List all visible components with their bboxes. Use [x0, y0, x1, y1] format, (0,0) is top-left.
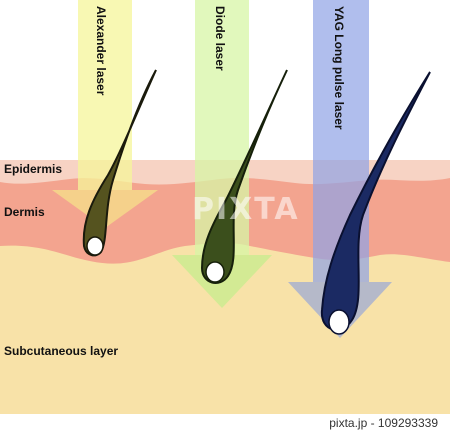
laser-label-alexander: Alexander laser [94, 6, 108, 96]
laser-label-diode: Diode laser [213, 6, 227, 71]
epidermis-label: Epidermis [4, 162, 63, 176]
laser-label-yag: YAG Long pulse laser [332, 6, 346, 130]
watermark: PIXTA [192, 192, 300, 227]
hair-follicle-1 [82, 69, 157, 257]
dermis-label: Dermis [4, 205, 45, 219]
image-id-text: pixta.jp - 109293339 [329, 416, 438, 430]
footer-bar: pixta.jp - 109293339 [0, 414, 450, 433]
subcutaneous-label: Subcutaneous layer [4, 344, 119, 358]
image-id-number: 109293339 [377, 416, 438, 430]
hair-follicle-2 [200, 69, 288, 284]
hair-follicle-3 [320, 71, 431, 335]
